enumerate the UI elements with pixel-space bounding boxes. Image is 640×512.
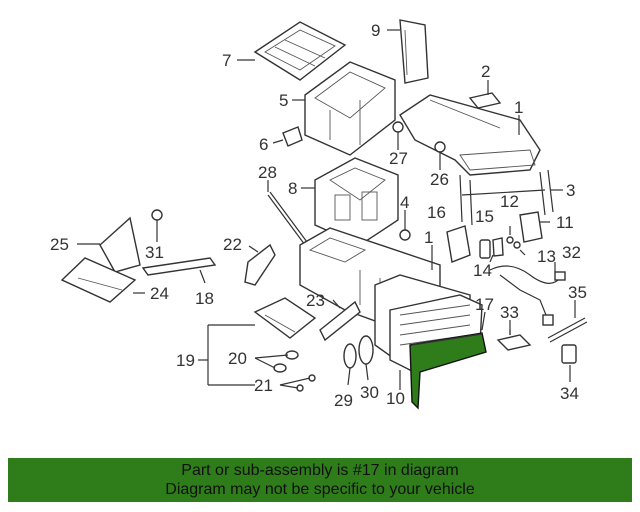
- part-17-highlighted[interactable]: [409, 332, 487, 410]
- callout-1-lower: 1: [424, 228, 433, 247]
- part-21-parts[interactable]: [296, 374, 316, 392]
- callout-19: 19: [176, 351, 195, 370]
- callout-13: 13: [537, 247, 556, 266]
- part-4-bolt[interactable]: [399, 220, 411, 241]
- part-6-bracket[interactable]: [282, 126, 303, 147]
- callout-5: 5: [279, 91, 288, 110]
- callout-labels: 7 9 5 6 27 26 2 1 3 8 28 4 16 15 12 11 1…: [50, 21, 587, 410]
- part-14-clip[interactable]: [492, 237, 504, 257]
- callout-15: 15: [475, 207, 494, 226]
- callout-7: 7: [222, 51, 231, 70]
- part-12-pin[interactable]: [506, 236, 514, 244]
- part-11-actuator[interactable]: [519, 211, 543, 243]
- callout-4: 4: [400, 193, 409, 212]
- part-1-duct-upper[interactable]: [399, 94, 541, 176]
- callout-27: 27: [389, 149, 408, 168]
- callout-17: 17: [475, 295, 494, 314]
- part-5-upper-housing[interactable]: [304, 61, 396, 156]
- callout-28: 28: [258, 163, 277, 182]
- callout-18: 18: [195, 289, 214, 308]
- callout-24: 24: [150, 284, 169, 303]
- callout-1-upper: 1: [514, 98, 523, 117]
- part-13-pin[interactable]: [513, 241, 521, 249]
- part-28-rod[interactable]: [267, 191, 308, 246]
- callout-30: 30: [360, 383, 379, 402]
- part-27-screw[interactable]: [392, 121, 404, 140]
- part-19-filter[interactable]: [253, 297, 317, 339]
- part-16-actuator[interactable]: [446, 225, 471, 263]
- callout-10: 10: [386, 389, 405, 408]
- part-22-bracket[interactable]: [244, 243, 276, 286]
- part-25-flap[interactable]: [99, 216, 141, 273]
- callout-16: 16: [427, 203, 446, 222]
- part-20-parts[interactable]: [273, 350, 299, 373]
- info-banner: Part or sub-assembly is #17 in diagram D…: [8, 458, 632, 502]
- part-7-filter-frame[interactable]: [253, 21, 347, 81]
- part-24-tray[interactable]: [60, 257, 137, 303]
- callout-35: 35: [568, 283, 587, 302]
- leader-lines: [77, 29, 576, 390]
- part-23-bracket[interactable]: [319, 300, 361, 342]
- part-29-ring[interactable]: [343, 343, 357, 369]
- part-32-harness[interactable]: [489, 265, 566, 326]
- part-34-sensor[interactable]: [561, 344, 577, 364]
- part-30-ring[interactable]: [358, 335, 374, 365]
- callout-12: 12: [500, 192, 519, 211]
- banner-line-1: Part or sub-assembly is #17 in diagram: [181, 462, 459, 479]
- part-31-screw[interactable]: [151, 209, 163, 232]
- part-2-clip[interactable]: [468, 92, 502, 109]
- part-9-filter-cover[interactable]: [399, 19, 429, 84]
- callout-21: 21: [254, 376, 273, 395]
- part-26-fitting[interactable]: [434, 141, 446, 160]
- part-3-bracket[interactable]: [459, 169, 554, 226]
- callout-33: 33: [500, 303, 519, 322]
- part-8-blower-housing[interactable]: [314, 157, 399, 246]
- callout-14: 14: [473, 261, 492, 280]
- part-33-servo[interactable]: [496, 330, 532, 351]
- callout-23: 23: [306, 291, 325, 310]
- callout-20: 20: [228, 349, 247, 368]
- callout-25: 25: [50, 235, 69, 254]
- callout-3: 3: [566, 181, 575, 200]
- callout-9: 9: [371, 21, 380, 40]
- callout-22: 22: [223, 235, 242, 254]
- part-15-sensor[interactable]: [479, 239, 491, 259]
- callout-11: 11: [556, 213, 574, 232]
- callout-32: 32: [562, 243, 581, 262]
- callout-31: 31: [145, 243, 164, 262]
- callout-26: 26: [430, 170, 449, 189]
- part-18-strip[interactable]: [141, 257, 217, 276]
- part-35-bar[interactable]: [547, 317, 588, 343]
- callout-2: 2: [481, 62, 490, 81]
- banner-line-2: Diagram may not be specific to your vehi…: [165, 481, 475, 498]
- callout-6: 6: [259, 135, 268, 154]
- callout-8: 8: [288, 179, 297, 198]
- callout-34: 34: [560, 384, 579, 403]
- callout-29: 29: [334, 391, 353, 410]
